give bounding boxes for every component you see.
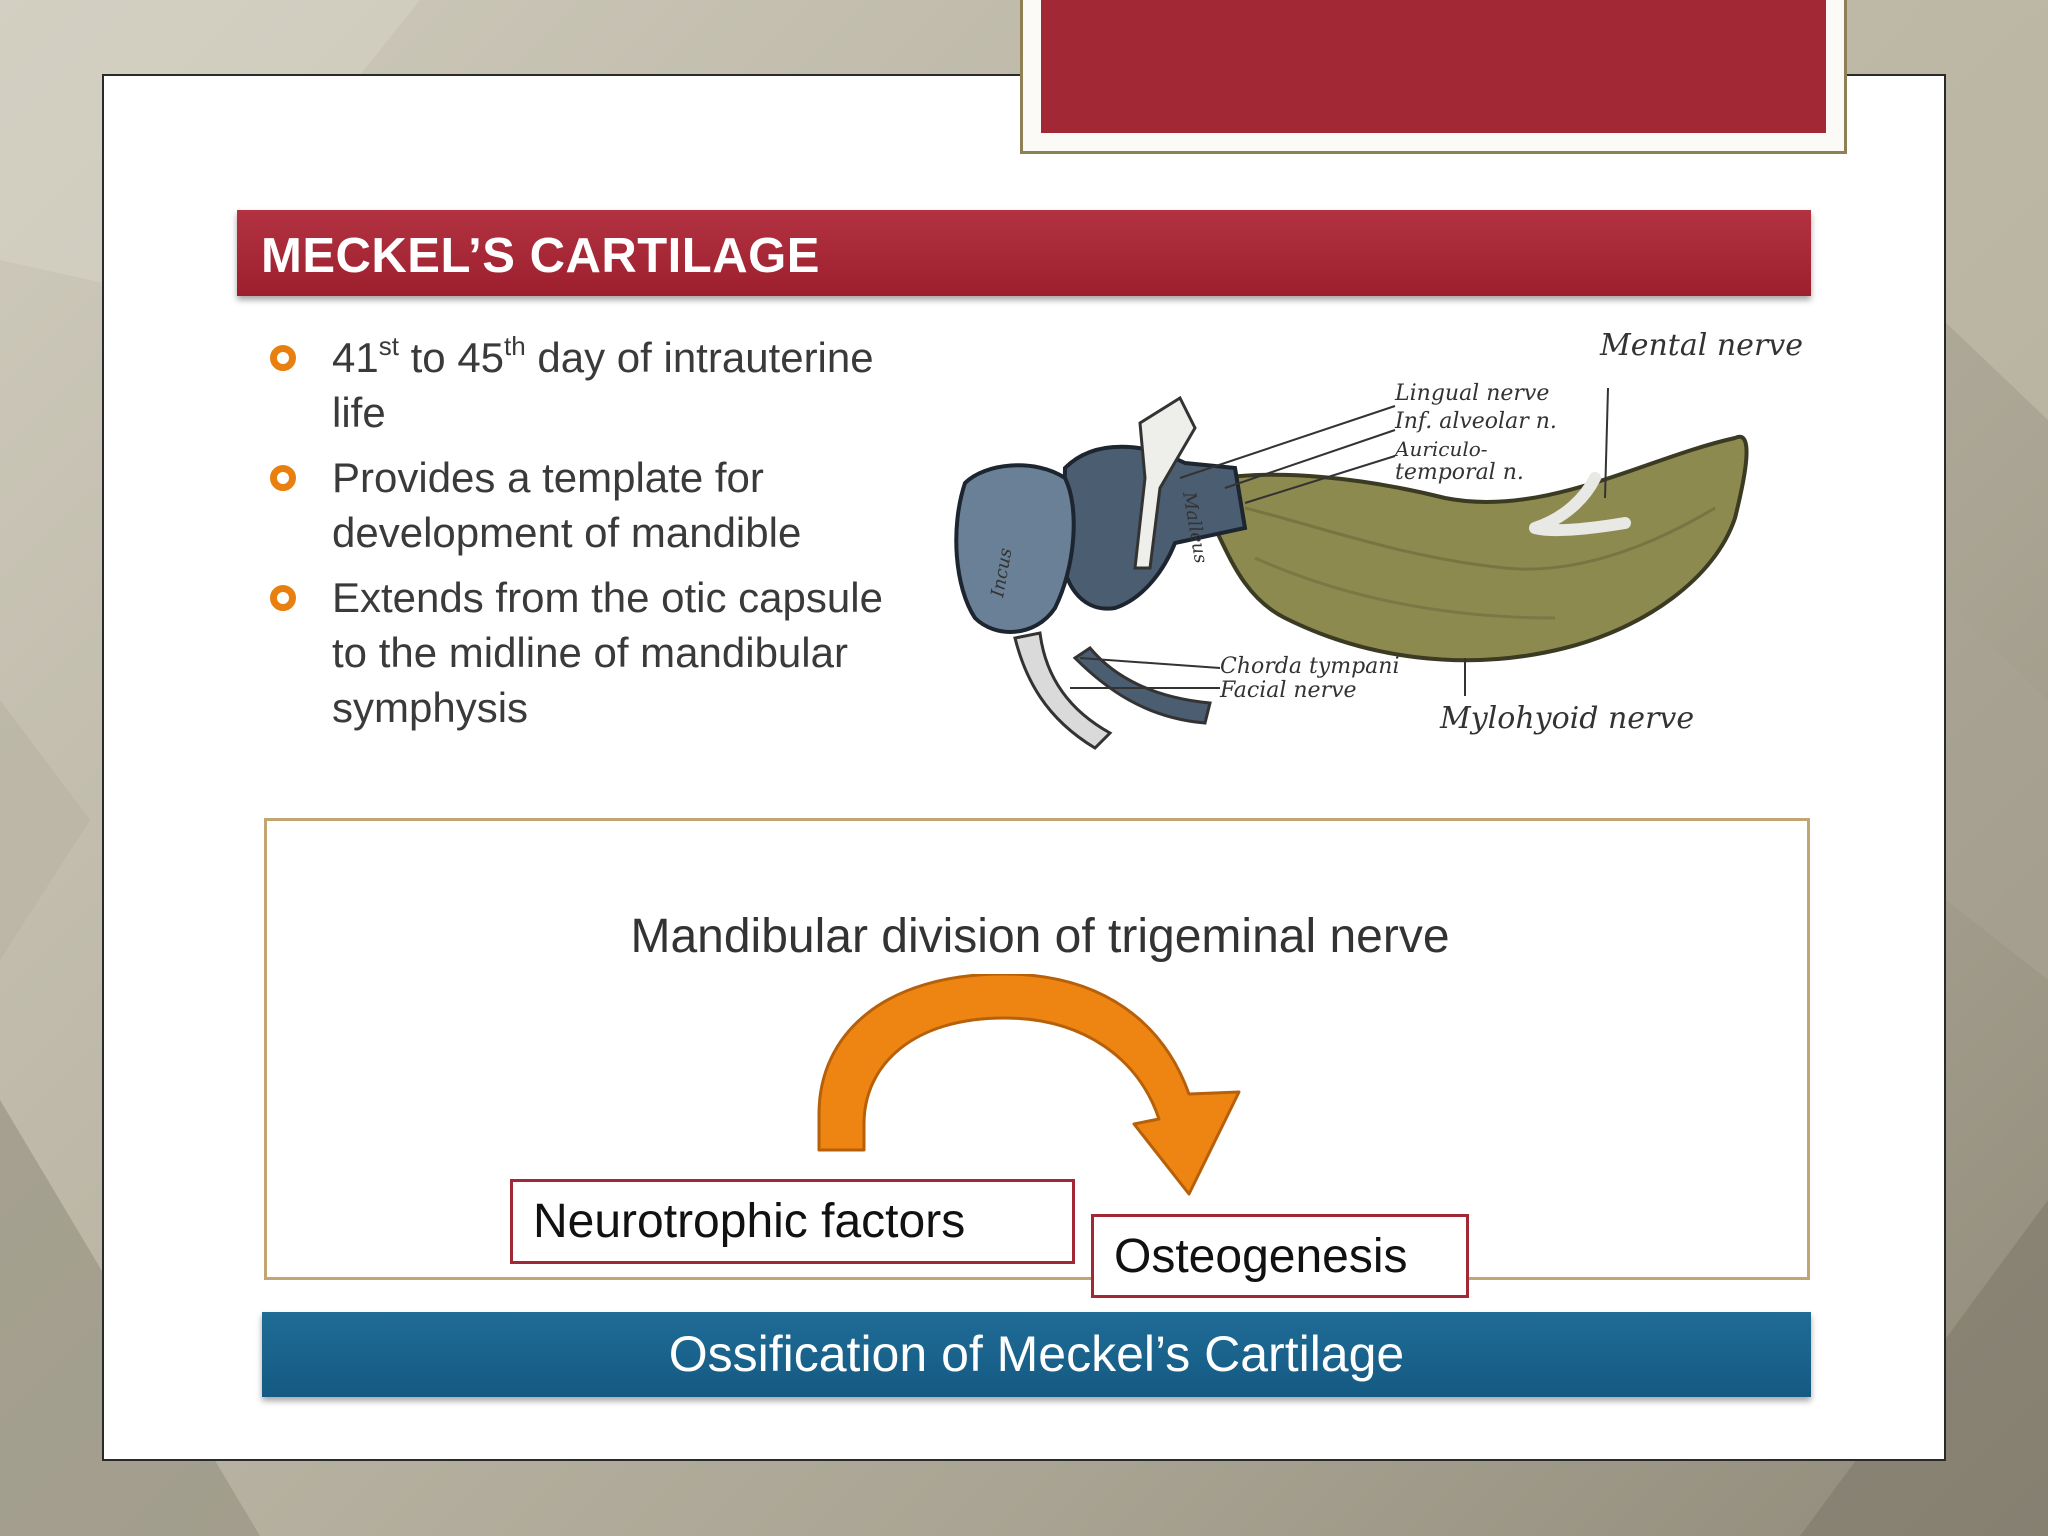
title-bar: MECKEL’S CARTILAGE: [237, 210, 1811, 296]
mandible-cartilage-shape: [1207, 434, 1749, 663]
slide-title: MECKEL’S CARTILAGE: [261, 229, 820, 283]
neurotrophic-factors-box: Neurotrophic factors: [510, 1179, 1075, 1264]
label-auriculo: Auriculo-: [1393, 437, 1488, 461]
nerve-label: Mandibular division of trigeminal nerve: [630, 910, 1450, 963]
bullet-list: 41st to 45th day of intrauterine life Pr…: [268, 330, 908, 745]
top-tab-fill: [1041, 0, 1826, 133]
label-auriculo-temporal: temporal n.: [1395, 460, 1524, 485]
bullet-2-text: Provides a template for development of m…: [332, 454, 802, 556]
label-mylohyoid-nerve: Mylohyoid nerve: [1439, 701, 1694, 736]
anatomy-illustration: Mental nerve Lingual nerve Inf. alveolar…: [954, 328, 1803, 750]
ring-bullet-icon: [270, 465, 296, 491]
label-chorda-tympani: Chorda tympani: [1220, 654, 1400, 679]
bullet-3-text: Extends from the otic capsule to the mid…: [332, 574, 883, 731]
top-decorative-tab: [1020, 0, 1847, 154]
label-lingual-nerve: Lingual nerve: [1394, 381, 1549, 406]
label-mental-nerve: Mental nerve: [1599, 328, 1803, 363]
bullet-item-1: 41st to 45th day of intrauterine life: [268, 330, 908, 440]
label-inf-alveolar: Inf. alveolar n.: [1394, 409, 1557, 434]
bullet-1-pre: 41: [332, 334, 379, 381]
bullet-1-post: day of intrauterine life: [332, 334, 874, 436]
label-facial-nerve: Facial nerve: [1219, 678, 1357, 703]
bullet-1-sup-th: th: [504, 331, 526, 361]
osteogenesis-box: Osteogenesis: [1091, 1214, 1469, 1298]
footer-caption-bar: Ossification of Meckel’s Cartilage: [262, 1312, 1811, 1397]
ring-bullet-icon: [270, 345, 296, 371]
bullet-item-2: Provides a template for development of m…: [268, 450, 908, 560]
bullet-1-sup-st: st: [378, 331, 399, 361]
incus-shape: [954, 463, 1076, 634]
ring-bullet-icon: [270, 585, 296, 611]
bullet-item-3: Extends from the otic capsule to the mid…: [268, 570, 908, 735]
curved-arrow-icon: [817, 974, 1241, 1196]
bullet-1-mid: to 45: [398, 334, 505, 381]
